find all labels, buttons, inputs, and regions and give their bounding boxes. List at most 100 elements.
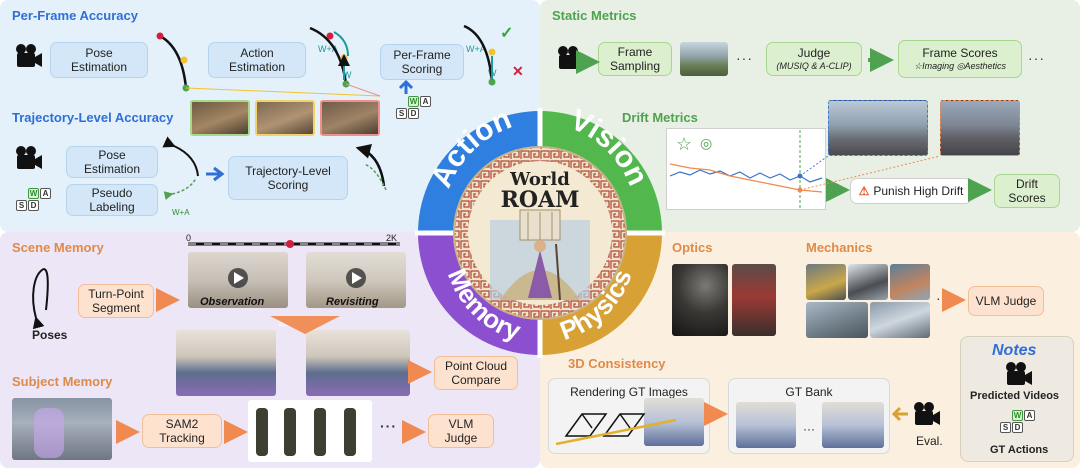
optics-frame-1: [672, 264, 728, 336]
pseudo-labeling-box: Pseudo Labeling: [66, 184, 158, 216]
camera-icon-eval: [914, 402, 940, 425]
sampled-frame: [680, 42, 728, 76]
static-ellipsis: ···: [736, 50, 753, 66]
traj-wa-label: W+A: [172, 208, 190, 217]
subject-ellipsis: ···: [380, 418, 397, 434]
gt-bank-frame-2: [822, 402, 884, 448]
frame-scores-sub: ☆Imaging ◎Aesthetics: [914, 60, 1006, 71]
logo-world: World: [509, 169, 570, 190]
punish-label: Punish High Drift: [873, 183, 964, 198]
trajectory-level-accuracy-title: Trajectory-Level Accuracy: [12, 110, 174, 125]
mech-frame-1: [806, 264, 846, 300]
subject-figures: [256, 408, 356, 456]
scoring-curve: [463, 24, 494, 83]
static-ellipsis-2: ···: [1028, 50, 1045, 66]
notes-title: Notes: [992, 342, 1037, 359]
key-a: A: [40, 188, 51, 199]
judge-box: Judge (MUSIQ & A-CLIP): [766, 42, 862, 76]
trajectory-level-scoring-box: Trajectory-Level Scoring: [228, 156, 348, 200]
mech-frame-5: [870, 302, 930, 338]
check-icon: ✓: [500, 25, 513, 42]
mech-frame-2: [848, 264, 888, 300]
star-icon: ☆: [676, 134, 692, 154]
revisiting-label: Revisiting: [326, 296, 379, 308]
punish-high-drift-box: ⚠ Punish High Drift: [850, 178, 972, 204]
aesthetics-label: Aesthetics: [964, 60, 1006, 71]
drift-scores-box: Drift Scores: [994, 174, 1060, 208]
key-a: A: [420, 96, 431, 107]
key-d: D: [408, 108, 419, 119]
rendering-label: Rendering GT Images: [570, 385, 688, 399]
drift-chart: ☆ ◎: [669, 130, 941, 208]
point-cloud-compare-box: Point Cloud Compare: [434, 356, 518, 390]
drift-frame-late: [940, 100, 1020, 156]
timeline-start: 0: [186, 233, 192, 243]
key-s: S: [396, 108, 407, 119]
scene-memory-title: Scene Memory: [12, 240, 104, 255]
optics-frame-2: [732, 264, 776, 336]
action-estimation-box: Action Estimation: [208, 42, 306, 78]
subject-memory-title: Subject Memory: [12, 374, 113, 389]
tracked-subject: [34, 408, 64, 458]
key-d: D: [1012, 422, 1023, 433]
game-frame-3: [320, 100, 380, 136]
warning-icon: ⚠: [858, 183, 870, 198]
judge-sub: (MUSIQ & A-CLIP): [776, 60, 852, 71]
3d-consistency-title: 3D Consistency: [568, 356, 666, 371]
key-s: S: [1000, 422, 1011, 433]
pose-curve: [159, 34, 188, 89]
w-label: W: [343, 70, 352, 80]
recon-room-2: [306, 330, 410, 396]
play-icon-2: [346, 268, 366, 288]
key-w: W: [28, 188, 39, 199]
judge-label: Judge: [797, 46, 831, 61]
key-w: W: [408, 96, 419, 107]
recon-arrow: [270, 316, 340, 334]
game-frame-1: [190, 100, 250, 136]
mech-frame-4: [806, 302, 868, 338]
static-metrics-title: Static Metrics: [552, 8, 637, 23]
key-a: A: [1024, 410, 1035, 421]
traveler-figure: [528, 250, 552, 298]
observation-label: Observation: [200, 296, 265, 308]
sam2-tracking-box: SAM2 Tracking: [142, 414, 222, 448]
mechanics-title: Mechanics: [806, 240, 873, 255]
timeline-end: 2K: [386, 233, 398, 243]
poses-curve: [32, 268, 49, 330]
palette-icon: ◎: [700, 135, 712, 151]
imaging-label: Imaging: [922, 60, 955, 71]
wa-label: W+A: [318, 44, 338, 54]
camera-icon-pose: [16, 44, 42, 67]
cross-icon: ✕: [512, 63, 524, 79]
notes-gt-actions: GT Actions: [990, 444, 1049, 456]
wa-label-2: W+A: [466, 44, 486, 54]
poses-label: Poses: [32, 328, 68, 342]
key-d: D: [28, 200, 39, 211]
memory-vlm-judge-box: VLM Judge: [428, 414, 494, 448]
gt-bank-frame-1: [736, 402, 796, 448]
camera-frustums: [564, 413, 646, 437]
gt-bank-ellipsis: ···: [803, 422, 815, 436]
frame-scores-box: Frame Scores ☆Imaging ◎Aesthetics: [898, 40, 1022, 78]
render-frame: [644, 398, 704, 446]
optics-title: Optics: [672, 240, 713, 255]
drift-chart-panel: [666, 128, 826, 210]
drift-metrics-title: Drift Metrics: [622, 110, 698, 125]
eval-label: Eval.: [916, 434, 943, 448]
mech-frame-3: [890, 264, 930, 300]
physics-vlm-judge-box: VLM Judge: [968, 286, 1044, 316]
camera-icon-notes: [1006, 362, 1032, 385]
camera-icon-trajectory: [16, 146, 42, 169]
center-ring: World ROAM Action Vision Memory Physics: [415, 102, 665, 358]
drift-frame-early: [828, 100, 928, 156]
keyboard-icon-pseudo: W A S D: [16, 188, 51, 211]
traj-pose-estimation-box: Pose Estimation: [66, 146, 158, 178]
key-w: W: [1012, 410, 1023, 421]
logo-roam: ROAM: [501, 187, 580, 213]
frame-sampling-box: Frame Sampling: [598, 42, 672, 76]
game-frame-2: [255, 100, 315, 136]
per-frame-scoring-box: Per-Frame Scoring: [380, 44, 464, 80]
notes-panel: [960, 336, 1074, 462]
keyboard-icon-notes: W A S D: [1000, 410, 1035, 433]
